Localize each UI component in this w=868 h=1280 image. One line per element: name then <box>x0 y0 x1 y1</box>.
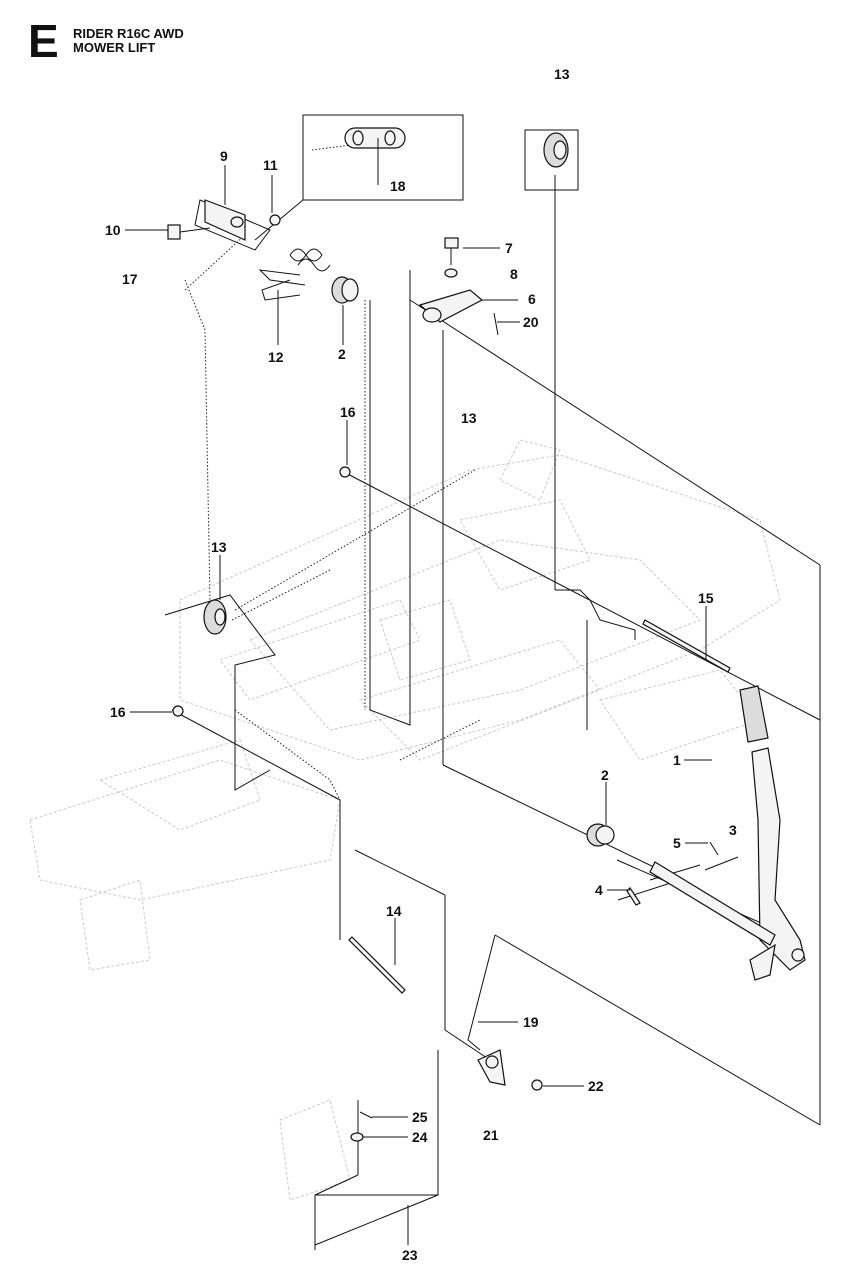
callout-4: 4 <box>595 882 603 898</box>
spring-icon <box>258 248 331 301</box>
washer-icon <box>444 268 458 278</box>
callout-25: 25 <box>412 1109 428 1125</box>
nut-icon <box>269 214 281 226</box>
title-assembly: MOWER LIFT <box>73 40 156 55</box>
ghost-frame <box>29 439 781 1201</box>
callout-9: 9 <box>220 148 228 164</box>
callout-labels: 13 9 11 18 10 7 8 17 6 20 12 2 16 13 13 … <box>105 66 737 1263</box>
dotted-lines <box>184 279 481 801</box>
lift-lever-icon <box>649 685 806 981</box>
callout-6: 6 <box>528 291 536 307</box>
pin-icon <box>359 1111 373 1119</box>
callout-2: 2 <box>338 346 346 362</box>
callout-16: 16 <box>340 404 356 420</box>
callout-13-mid: 13 <box>461 410 477 426</box>
callout-7: 7 <box>505 240 513 256</box>
callout-18: 18 <box>390 178 406 194</box>
callout-16-left: 16 <box>110 704 126 720</box>
link-rod-icon <box>467 934 496 1051</box>
bushing-icon <box>586 823 615 847</box>
detail-chain-link <box>344 127 406 185</box>
plate-hole <box>485 1055 499 1069</box>
callout-12: 12 <box>268 349 284 365</box>
lift-block <box>204 199 246 241</box>
rod-icon <box>314 1185 439 1250</box>
callout-11: 11 <box>263 157 278 173</box>
callout-13: 13 <box>554 66 570 82</box>
roller-wheel-icon <box>203 599 227 635</box>
callout-1: 1 <box>673 752 681 768</box>
callout-3: 3 <box>729 822 737 838</box>
section-letter: E <box>28 15 59 67</box>
callout-19: 19 <box>523 1014 539 1030</box>
clip-icon <box>172 705 184 717</box>
callout-22: 22 <box>588 1078 604 1094</box>
title-model: RIDER R16C AWD <box>73 26 184 41</box>
callout-5: 5 <box>673 835 681 851</box>
roller-wheel-icon <box>543 132 569 168</box>
callout-8: 8 <box>510 266 518 282</box>
block-hole <box>230 216 244 228</box>
callout-2-lower: 2 <box>601 767 609 783</box>
pin-icon <box>709 841 719 856</box>
bolt-icon <box>444 237 459 265</box>
spotting-lines <box>164 114 821 1250</box>
bushing-icon <box>331 276 359 304</box>
callout-21: 21 <box>483 1127 499 1143</box>
washer-icon <box>531 1079 543 1091</box>
callout-leaders <box>125 165 712 1245</box>
rod-icon <box>642 619 731 673</box>
diagram-title: RIDER R16C AWD MOWER LIFT <box>73 27 184 55</box>
washer-icon <box>350 1132 364 1142</box>
callout-13-left: 13 <box>211 539 227 555</box>
callout-17: 17 <box>122 271 138 287</box>
pin-icon <box>704 856 739 871</box>
clip-icon <box>339 466 351 478</box>
bolt-icon <box>167 224 211 240</box>
callout-15: 15 <box>698 590 714 606</box>
callout-23: 23 <box>402 1247 418 1263</box>
callout-14: 14 <box>386 903 402 919</box>
callout-24: 24 <box>412 1129 428 1145</box>
bracket-hole <box>422 307 442 323</box>
cotter-pin-icon <box>493 312 499 336</box>
rod-icon <box>348 936 406 994</box>
callout-20: 20 <box>523 314 539 330</box>
parts <box>167 127 806 1250</box>
callout-10: 10 <box>105 222 121 238</box>
